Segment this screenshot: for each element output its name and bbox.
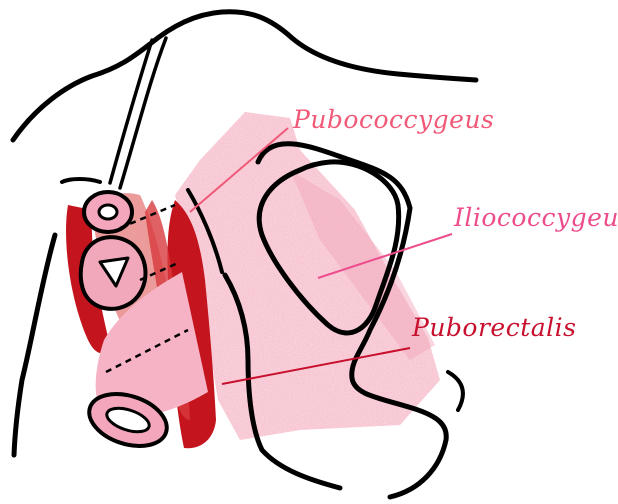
iliococcygeus-label: Iliococcygeus [453, 203, 618, 232]
puborectalis-label: Puborectalis [411, 313, 577, 342]
urethra-strand-left [110, 40, 152, 183]
lateral-inner-outline [62, 179, 100, 182]
pubococcygeus-label: Pubococcygeus [292, 105, 494, 134]
levator-sheet-speckle [175, 112, 440, 440]
lateral-outline [14, 235, 55, 455]
coccyx-tip [448, 372, 463, 410]
urethral-opening-inner [99, 205, 117, 219]
